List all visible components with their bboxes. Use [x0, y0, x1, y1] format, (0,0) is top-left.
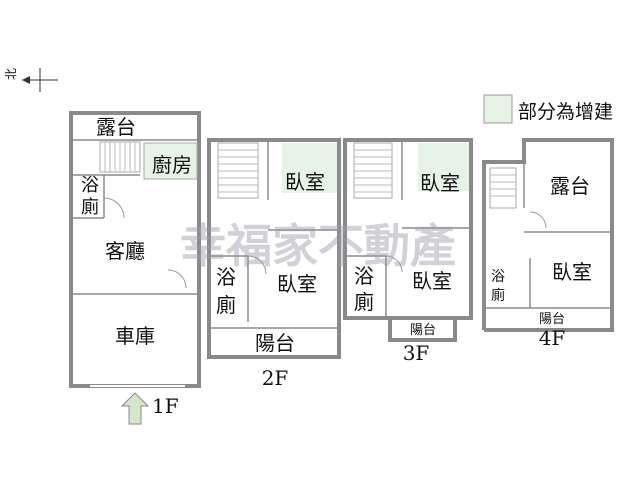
room-toilet-4f: 廁	[491, 287, 505, 304]
room-terrace-1f: 露台	[96, 115, 136, 139]
room-balcony-3f: 陽台	[410, 323, 436, 338]
room-balcony-4f: 陽台	[539, 312, 565, 327]
bedroom-addition-2f	[282, 143, 337, 193]
entrance-arrow-icon	[120, 392, 150, 425]
room-bath-2f: 浴	[216, 265, 236, 289]
bedroom-addition-3f	[418, 143, 469, 191]
compass: 北	[4, 68, 58, 92]
room-bedroom-3f-a: 臥室	[420, 171, 460, 195]
legend: 部分為增建	[483, 94, 613, 124]
room-bedroom-3f-b: 臥室	[412, 269, 452, 293]
room-toilet-1f: 廁	[81, 196, 99, 218]
floor-4f: 露台 浴 廁 臥室 陽台 4F	[482, 138, 614, 350]
room-bath-1f: 浴	[81, 175, 99, 196]
room-toilet-2f: 廁	[216, 293, 236, 317]
floor-2f: 臥室 浴 廁 臥室 陽台 2F	[207, 138, 341, 390]
legend-swatch	[483, 94, 513, 124]
room-bedroom-4f: 臥室	[552, 260, 592, 284]
legend-label: 部分為增建	[518, 101, 613, 123]
room-balcony-2f: 陽台	[255, 331, 295, 355]
room-living: 客廳	[105, 239, 145, 263]
floor-3f: 臥室 浴 廁 臥室 陽台 3F	[343, 138, 473, 365]
room-garage: 車庫	[115, 324, 155, 348]
north-label: 北	[4, 68, 18, 80]
north-arrow-icon	[22, 76, 30, 84]
room-bath-3f: 浴	[354, 264, 374, 288]
room-terrace-4f: 露台	[550, 174, 590, 198]
room-bedroom-2f-b: 臥室	[277, 272, 317, 296]
floor-label-2f: 2F	[262, 366, 289, 390]
floor-label-4f: 4F	[539, 326, 566, 350]
room-bath-4f: 浴	[491, 269, 505, 285]
room-toilet-3f: 廁	[354, 290, 374, 314]
kitchen-addition	[143, 142, 198, 180]
room-bedroom-2f-a: 臥室	[285, 170, 325, 194]
floor-1f: 露台 廚房 浴 廁 客廳 車庫 1F	[69, 111, 201, 425]
floor-label-1f: 1F	[152, 394, 179, 418]
floor-label-3f: 3F	[403, 341, 430, 365]
room-kitchen: 廚房	[152, 153, 192, 177]
watermark: 幸福家不動產	[180, 219, 456, 273]
